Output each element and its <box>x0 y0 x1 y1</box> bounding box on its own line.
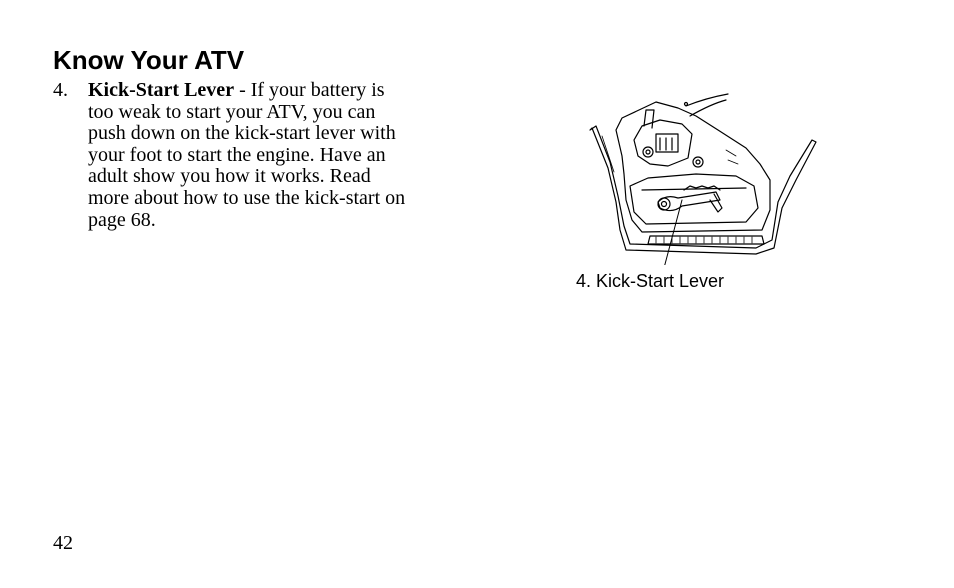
figure-caption: 4. Kick-Start Lever <box>576 271 725 291</box>
list-item-line: your foot to start the engine. Have an <box>88 143 386 166</box>
list-item-line: adult show you how it works. Read <box>88 165 371 188</box>
list-item-line: more about how to use the kick-start on <box>88 186 406 209</box>
list-item-line: page 68. <box>88 208 156 231</box>
item-line-1-text: - If your battery is <box>234 79 385 101</box>
list-item-number: 4. <box>53 79 68 101</box>
page-title: Know Your ATV <box>53 45 245 75</box>
list-item-line: too weak to start your ATV, you can <box>88 100 376 123</box>
item-term: Kick-Start Lever <box>88 79 235 101</box>
list-item-line: push down on the kick-start lever with <box>88 122 396 145</box>
page-number: 42 <box>53 532 73 554</box>
kick-start-lever-illustration <box>586 90 821 265</box>
list-item-body: Kick-Start Lever - If your battery is to… <box>88 79 453 231</box>
list-item-line-1: Kick-Start Lever - If your battery is <box>88 79 453 102</box>
